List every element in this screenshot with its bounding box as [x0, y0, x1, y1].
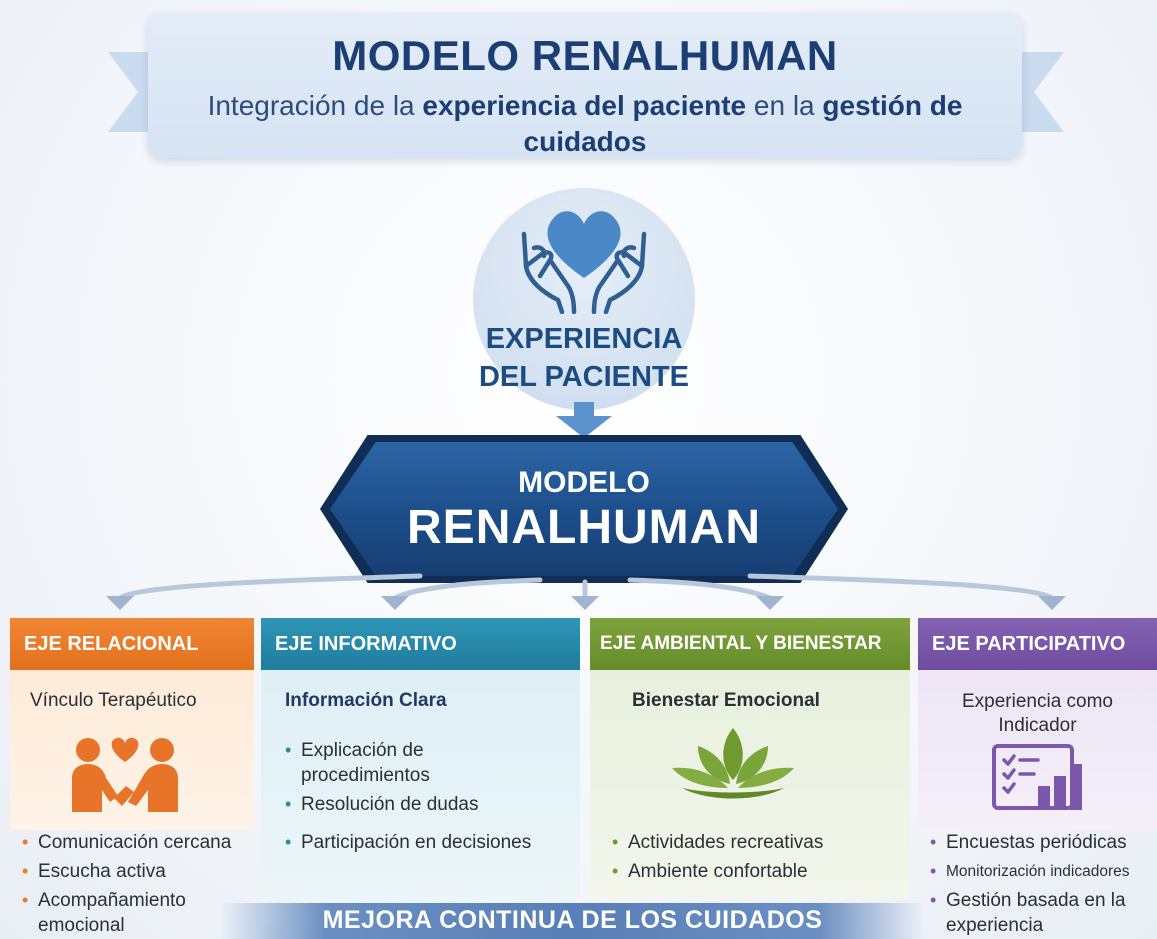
- list-item: Ambiente confortable: [610, 859, 900, 884]
- list-item: Monitorización indicadores: [928, 859, 1157, 884]
- list-item: Actividades recreativas: [610, 830, 900, 855]
- connector-arrowhead: [381, 596, 409, 610]
- connector-line: [392, 577, 543, 601]
- column-subtitle: Vínculo Terapéutico: [30, 690, 197, 711]
- column-header: EJE AMBIENTAL Y BIENESTAR: [590, 618, 910, 670]
- footer-bar: [220, 903, 925, 939]
- banner-subtitle: Integración de la experiencia del pacien…: [188, 88, 982, 160]
- bullet-list: Comunicación cercana Escucha activa Acom…: [20, 830, 254, 938]
- subtitle-emphasis: gestión de cuidados: [523, 90, 963, 157]
- column-header: EJE RELACIONAL: [10, 618, 254, 670]
- subtitle-part: en la: [746, 90, 823, 121]
- list-item: Encuestas periódicas: [928, 830, 1157, 855]
- banner-title: MODELO RENALHUMAN: [332, 32, 838, 79]
- hexagon-line2: RENALHUMAN: [407, 501, 761, 554]
- bullet-list: Participación en decisiones: [283, 830, 573, 855]
- connector-arrowhead: [571, 596, 599, 610]
- bullet-list: Encuestas periódicas Monitorización indi…: [928, 830, 1157, 938]
- list-item: Resolución de dudas: [283, 792, 503, 817]
- connector-line: [747, 573, 1055, 601]
- list-item: Comunicación cercana: [20, 830, 254, 855]
- column-header: EJE INFORMATIVO: [261, 618, 580, 670]
- down-arrow-icon: [556, 402, 612, 438]
- column-subtitle: Experiencia como Indicador: [961, 691, 1114, 736]
- checklist-chart-icon: [990, 742, 1094, 812]
- hexagon-line1: MODELO: [518, 466, 650, 499]
- column-subtitle: Información Clara: [285, 690, 447, 711]
- column-relacional: EJE RELACIONAL Vínculo Terapéutico Comun…: [10, 618, 254, 939]
- title-banner: MODELO RENALHUMAN Integración de la expe…: [148, 12, 1022, 158]
- list-item: Acompañamiento emocional: [20, 888, 210, 938]
- bullet-list: Explicación de procedimientos Resolución…: [283, 738, 503, 817]
- column-ambiental: EJE AMBIENTAL Y BIENESTAR Bienestar Emoc…: [590, 618, 910, 898]
- experience-label: EXPERIENCIA DEL PACIENTE: [478, 323, 689, 393]
- list-item: Participación en decisiones: [283, 830, 573, 855]
- footer-text: MEJORA CONTINUA DE LOS CUIDADOS: [322, 906, 823, 934]
- subtitle-part: Integración de la: [207, 90, 423, 121]
- lotus-icon: [668, 722, 798, 802]
- connector-arrows: [106, 573, 1066, 610]
- people-heart-icon: [70, 736, 180, 812]
- list-item: Escucha activa: [20, 859, 254, 884]
- column-header: EJE PARTICIPATIVO: [918, 618, 1157, 670]
- column-subtitle: Bienestar Emocional: [632, 690, 820, 711]
- model-hexagon: [330, 442, 838, 576]
- heart-in-hands-icon: [512, 196, 656, 314]
- connector-line: [627, 577, 773, 601]
- connector-arrowhead: [756, 596, 784, 610]
- column-participativo: EJE PARTICIPATIVO Experiencia como Indic…: [918, 618, 1157, 939]
- connector-line: [117, 573, 423, 601]
- list-item: Explicación de procedimientos: [283, 738, 503, 788]
- bullet-list: Actividades recreativas Ambiente confort…: [610, 830, 900, 884]
- column-informativo: EJE INFORMATIVO Información Clara Explic…: [261, 618, 580, 924]
- list-item: Gestión basada en la experiencia: [928, 888, 1138, 938]
- subtitle-emphasis: experiencia del paciente: [422, 90, 747, 121]
- connector-arrowhead: [106, 596, 134, 610]
- connector-arrowhead: [1038, 596, 1066, 610]
